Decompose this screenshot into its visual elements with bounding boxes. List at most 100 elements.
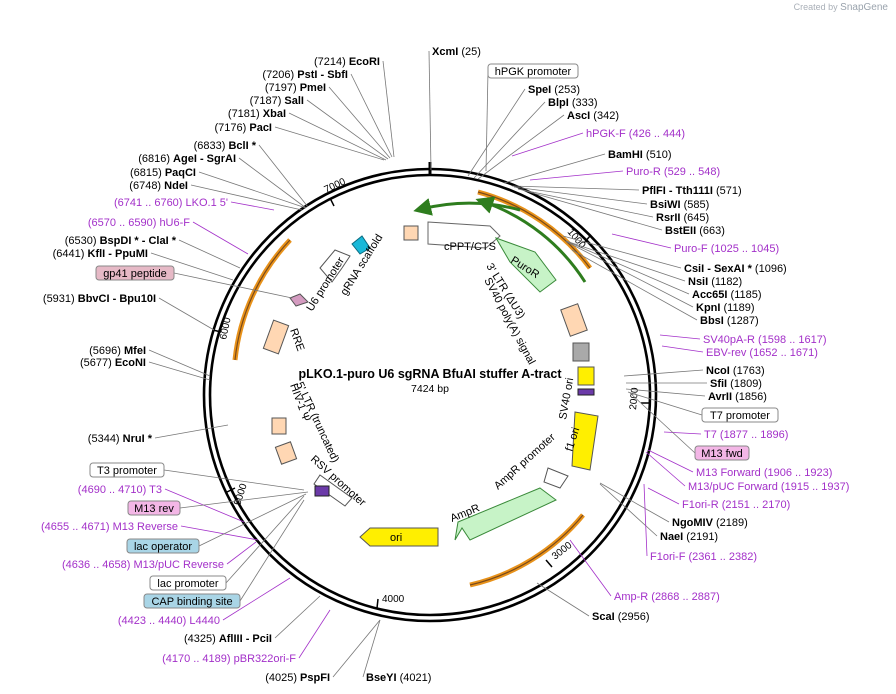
enzyme-leader <box>158 297 215 331</box>
enzyme-site-17[interactable]: NgoMIV (2189) <box>672 517 748 529</box>
gp41-peptide-marker[interactable] <box>289 293 309 307</box>
enzyme-site-24[interactable]: (5677) EcoNI <box>80 357 146 369</box>
enzyme-site-5[interactable]: PflFI - Tth111I (571) <box>642 185 742 197</box>
primer-4[interactable]: EBV-rev (1652 .. 1671) <box>706 347 818 359</box>
enzyme-site-1[interactable]: SpeI (253) <box>528 84 580 96</box>
enzyme-site-30[interactable]: (6815) PaqCI <box>130 167 196 179</box>
sv40-polya-box[interactable] <box>572 342 590 362</box>
primer-10[interactable]: Amp-R (2868 .. 2887) <box>614 591 720 603</box>
lac-region-block[interactable] <box>314 485 330 497</box>
enzyme-site-29[interactable]: (6748) NdeI <box>129 180 188 192</box>
enzyme-site-15[interactable]: SfiI (1809) <box>710 378 762 390</box>
enzyme-site-32[interactable]: (6833) BclI * <box>194 140 257 152</box>
u6-promoter-arrow[interactable] <box>319 249 351 283</box>
enzyme-site-8[interactable]: BstEII (663) <box>665 225 725 237</box>
primer-6[interactable]: M13 Forward (1906 .. 1923) <box>696 467 832 479</box>
enzyme-position: (1287) <box>727 315 759 327</box>
ampr-arrow[interactable] <box>454 487 557 541</box>
svg-text:(5696) MfeI: (5696) MfeI <box>89 345 146 357</box>
primer-15[interactable]: (4690 .. 4710) T3 <box>78 484 162 496</box>
enzyme-site-7[interactable]: RsrII (645) <box>656 212 709 224</box>
enzyme-site-31[interactable]: (6816) AgeI - SgrAI <box>138 153 236 165</box>
primer-7[interactable]: M13/pUC Forward (1915 .. 1937) <box>688 481 849 493</box>
enzyme-position: (1096) <box>755 263 787 275</box>
enzyme-site-20[interactable]: BseYI (4021) <box>366 672 431 684</box>
enzyme-site-14[interactable]: NcoI (1763) <box>706 365 765 377</box>
enzyme-site-11[interactable]: Acc65I (1185) <box>692 289 762 301</box>
boxed-label-frame <box>487 63 579 79</box>
enzyme-site-19[interactable]: ScaI (2956) <box>592 611 649 623</box>
primer-9[interactable]: F1ori-F (2361 .. 2382) <box>650 551 757 563</box>
primer-1[interactable]: Puro-R (529 .. 548) <box>626 166 720 178</box>
primer-11[interactable]: (4170 .. 4189) pBR322ori-F <box>162 653 296 665</box>
enzyme-site-2[interactable]: BlpI (333) <box>548 97 598 109</box>
enzyme-site-25[interactable]: (5696) MfeI <box>89 345 146 357</box>
boxed-label-2[interactable]: M13 fwd <box>694 445 750 461</box>
enzyme-name: BamHI <box>608 149 646 161</box>
primer-3[interactable]: SV40pA-R (1598 .. 1617) <box>703 334 827 346</box>
boxed-label-8[interactable]: gp41 peptide <box>95 265 175 281</box>
primer-14[interactable]: (4655 .. 4671) M13 Reverse <box>41 521 178 533</box>
enzyme-site-21[interactable]: (4025) PspFI <box>265 672 330 684</box>
enzyme-leader <box>565 240 686 282</box>
enzyme-site-4[interactable]: BamHI (510) <box>608 149 672 161</box>
primer-0[interactable]: hPGK-F (426 .. 444) <box>586 128 685 140</box>
3ltr-box[interactable] <box>560 303 588 337</box>
rsv-promoter-arrow[interactable] <box>313 474 353 507</box>
primer-5[interactable]: T7 (1877 .. 1896) <box>704 429 788 441</box>
enzyme-site-34[interactable]: (7181) XbaI <box>228 108 286 120</box>
svg-text:ScaI (2956): ScaI (2956) <box>592 611 649 623</box>
primer-12[interactable]: (4423 .. 4440) L4440 <box>118 615 220 627</box>
primer-17[interactable]: (6741 .. 6760) LKO.1 5' <box>114 197 228 209</box>
enzyme-site-10[interactable]: NsiI (1182) <box>688 276 742 288</box>
boxed-label-6[interactable]: lac promoter <box>149 575 227 591</box>
primer-13[interactable]: (4636 .. 4658) M13/pUC Reverse <box>62 559 224 571</box>
enzyme-site-37[interactable]: (7206) PstI - SbfI <box>262 69 348 81</box>
enzyme-site-28[interactable]: (6530) BspDI * - ClaI * <box>65 235 177 247</box>
enzyme-site-35[interactable]: (7187) SalI <box>250 95 304 107</box>
enzyme-site-6[interactable]: BsiWI (585) <box>650 199 709 211</box>
ori-arrow[interactable] <box>359 527 439 547</box>
t7-region-block[interactable] <box>577 388 595 396</box>
cppt-cts-arrow[interactable] <box>427 221 501 249</box>
5ltr-box[interactable] <box>274 441 298 465</box>
boxed-label-3[interactable]: T3 promoter <box>89 462 165 478</box>
primer-2[interactable]: Puro-F (1025 .. 1045) <box>674 243 779 255</box>
enzyme-site-22[interactable]: (4325) AflIII - PciI <box>184 633 272 645</box>
grna-scaffold-arrow[interactable] <box>351 235 371 255</box>
enzyme-site-38[interactable]: (7214) EcoRI <box>314 56 380 68</box>
primer-8[interactable]: F1ori-R (2151 .. 2170) <box>682 499 790 511</box>
rre-box[interactable] <box>262 319 290 355</box>
svg-text:BbsI (1287): BbsI (1287) <box>700 315 759 327</box>
enzyme-site-12[interactable]: KpnI (1189) <box>696 302 754 314</box>
small-peach-box[interactable] <box>403 225 419 241</box>
boxed-label-7[interactable]: CAP binding site <box>143 593 241 609</box>
enzyme-site-23[interactable]: (5344) NruI * <box>88 433 153 445</box>
ampr-promoter-arrow[interactable] <box>543 467 569 489</box>
primer-16[interactable]: (6570 .. 6590) hU6-F <box>88 217 190 229</box>
enzyme-position: (4021) <box>400 672 432 684</box>
enzyme-site-13[interactable]: BbsI (1287) <box>700 315 759 327</box>
f1-ori-arrow[interactable] <box>571 411 599 471</box>
boxed-label-0[interactable]: hPGK promoter <box>487 63 579 79</box>
enzyme-site-26[interactable]: (5931) BbvCI - Bpu10I <box>43 293 156 305</box>
puror-arrow[interactable] <box>494 237 557 293</box>
sv40-ori-box[interactable] <box>577 366 595 386</box>
tick-4000 <box>376 598 379 609</box>
backbone <box>202 162 658 623</box>
enzyme-site-9[interactable]: CsiI - SexAI * (1096) <box>684 263 787 275</box>
enzyme-site-16[interactable]: AvrII (1856) <box>708 391 767 403</box>
enzyme-site-18[interactable]: NaeI (2191) <box>660 531 718 543</box>
enzyme-site-36[interactable]: (7197) PmeI <box>265 82 326 94</box>
boxed-label-4[interactable]: M13 rev <box>127 500 181 516</box>
enzyme-leader <box>518 188 663 231</box>
enzyme-site-3[interactable]: AscI (342) <box>567 110 619 122</box>
enzyme-site-27[interactable]: (6441) KflI - PpuMI <box>53 248 148 260</box>
enzyme-site-0[interactable]: XcmI (25) <box>432 46 481 58</box>
svg-text:SfiI (1809): SfiI (1809) <box>710 378 762 390</box>
tick-label-5000: 5000 <box>232 482 249 507</box>
hiv1-psi-box[interactable] <box>271 417 287 435</box>
boxed-label-5[interactable]: lac operator <box>126 538 200 554</box>
enzyme-site-33[interactable]: (7176) PacI <box>215 122 273 134</box>
boxed-label-1[interactable]: T7 promoter <box>701 407 779 423</box>
